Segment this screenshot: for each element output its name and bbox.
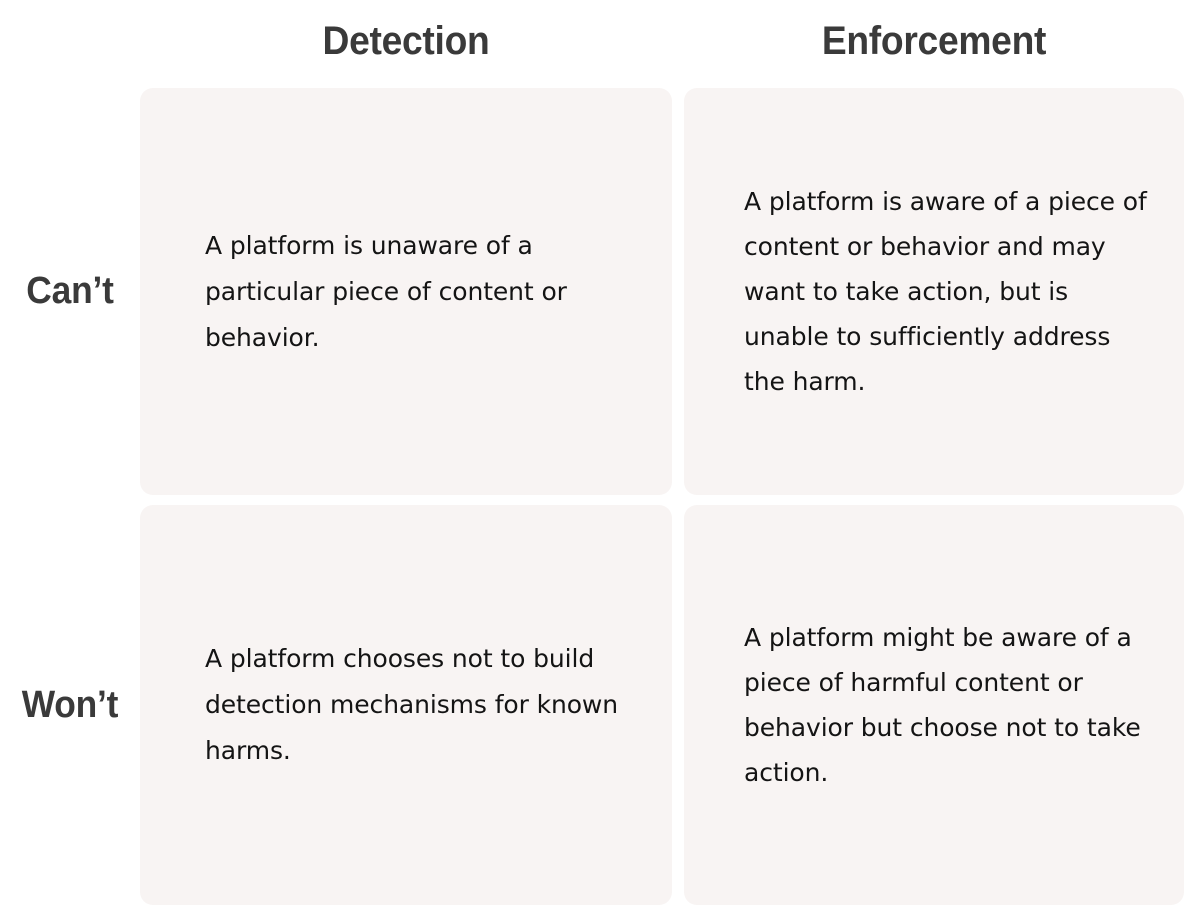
cell-wont-detection: A platform chooses not to build detectio… [140,505,672,905]
cell-cant-enforcement-text: A platform is aware of a piece of conten… [744,187,1147,396]
cell-wont-enforcement-text: A platform might be aware of a piece of … [744,623,1141,787]
column-header-enforcement: Enforcement [821,18,1047,63]
cell-cant-enforcement: A platform is aware of a piece of conten… [684,88,1184,495]
cell-cant-detection-text: A platform is unaware of a particular pi… [205,230,567,352]
cell-wont-detection-text: A platform chooses not to build detectio… [205,644,619,765]
cell-cant-detection: A platform is unaware of a particular pi… [140,88,672,495]
row-label-cant: Can’t [26,270,114,312]
cell-wont-enforcement: A platform might be aware of a piece of … [684,505,1184,905]
column-header-detection: Detection [322,18,490,63]
row-label-wont: Won’t [21,683,119,726]
